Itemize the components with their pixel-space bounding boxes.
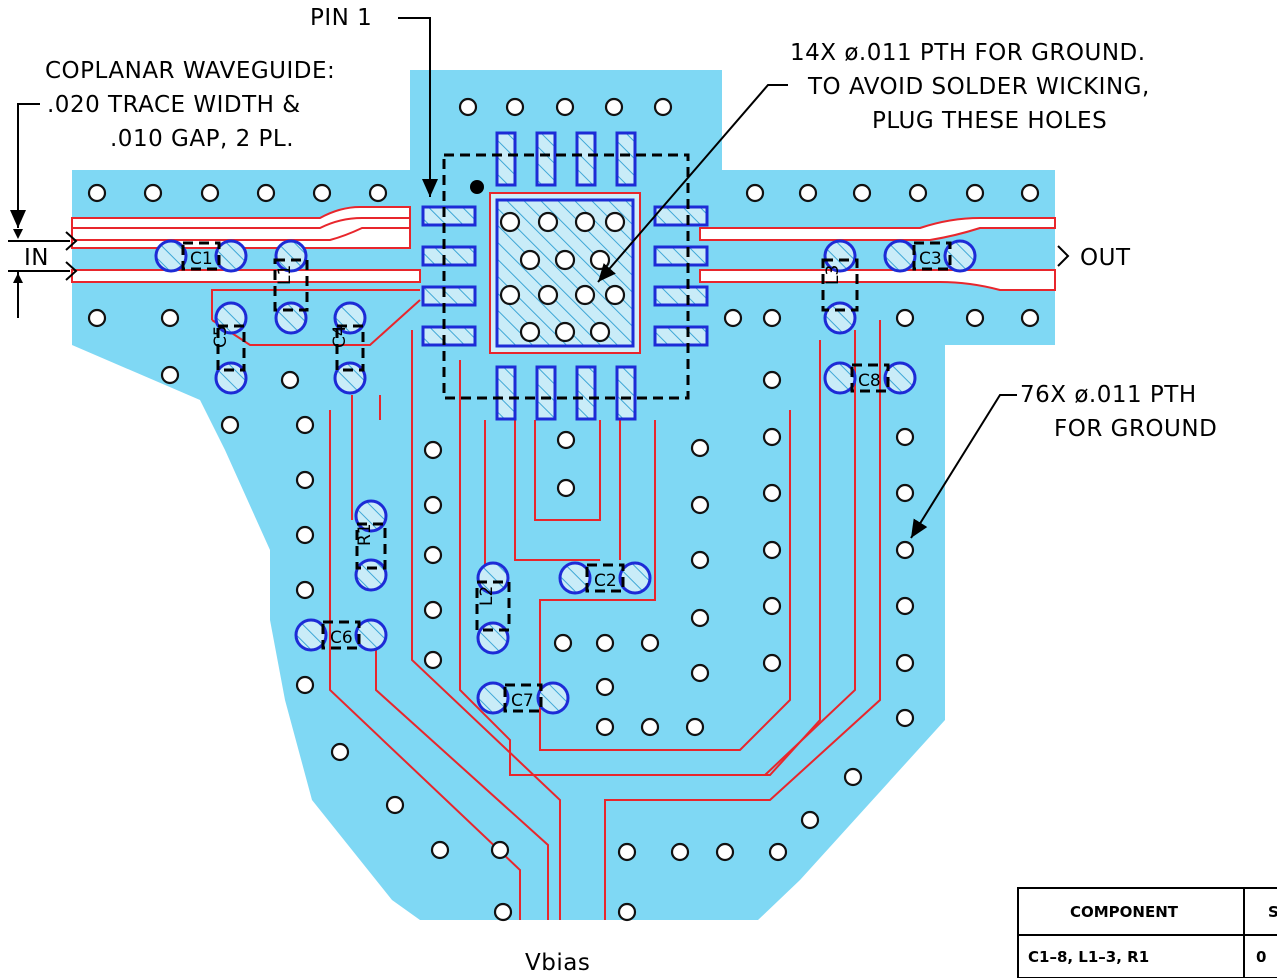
paddle-via-note-line1: 14X ø.011 PTH FOR GROUND. bbox=[790, 40, 1146, 66]
rf-traces bbox=[71, 206, 1056, 920]
in-dimension bbox=[8, 229, 78, 318]
ic-pins bbox=[421, 131, 709, 421]
in-label: IN bbox=[24, 245, 49, 271]
cpw-leader bbox=[10, 103, 40, 228]
component-table: COMPONENT S C1–8, L1–3, R1 0 bbox=[1017, 887, 1277, 978]
pin1-leader bbox=[398, 17, 438, 197]
label-c6: C6 bbox=[330, 628, 353, 648]
table-row1-component: C1–8, L1–3, R1 bbox=[1028, 948, 1149, 966]
pin1-marker bbox=[470, 180, 484, 194]
ground-vias bbox=[87, 97, 1040, 922]
out-break-mark bbox=[1057, 245, 1070, 267]
label-c1: C1 bbox=[190, 249, 213, 269]
paddle-via-note-line2: TO AVOID SOLDER WICKING, bbox=[807, 74, 1150, 100]
out-label: OUT bbox=[1080, 245, 1131, 271]
paddle-via-leader bbox=[597, 84, 788, 283]
ground-via-note-line1: 76X ø.011 PTH bbox=[1020, 382, 1197, 408]
paddle-via-note-line3: PLUG THESE HOLES bbox=[872, 108, 1107, 134]
pin1-label: PIN 1 bbox=[310, 5, 372, 31]
cpw-note-line3: .010 GAP, 2 PL. bbox=[110, 126, 294, 152]
vbias-label: Vbias bbox=[525, 950, 590, 976]
paddle-vias bbox=[499, 211, 626, 343]
ground-via-leader bbox=[910, 394, 1017, 539]
cpw-note-line1: COPLANAR WAVEGUIDE: bbox=[45, 58, 335, 84]
label-c5: C5 bbox=[211, 325, 231, 348]
label-c2: C2 bbox=[594, 571, 617, 591]
table-header-component: COMPONENT bbox=[1070, 903, 1179, 921]
label-l1: L1 bbox=[275, 265, 295, 285]
ic-body-outline bbox=[442, 153, 690, 400]
label-l3: L3 bbox=[823, 265, 843, 285]
label-c4: C4 bbox=[330, 325, 350, 348]
ground-via-note-line2: FOR GROUND bbox=[1054, 416, 1217, 442]
cpw-note-line2: .020 TRACE WIDTH & bbox=[47, 92, 301, 118]
label-r1: R1 bbox=[355, 523, 375, 546]
label-l2: L2 bbox=[477, 586, 497, 606]
label-c7: C7 bbox=[511, 691, 534, 711]
table-header-size: S bbox=[1268, 903, 1277, 921]
component-labels: C1 C2 C3 C4 C5 C6 C7 C8 L1 L2 L3 R1 bbox=[190, 249, 942, 711]
table-row1-size: 0 bbox=[1256, 948, 1266, 966]
label-c8: C8 bbox=[858, 371, 881, 391]
label-c3: C3 bbox=[919, 249, 942, 269]
component-outlines bbox=[181, 241, 952, 713]
